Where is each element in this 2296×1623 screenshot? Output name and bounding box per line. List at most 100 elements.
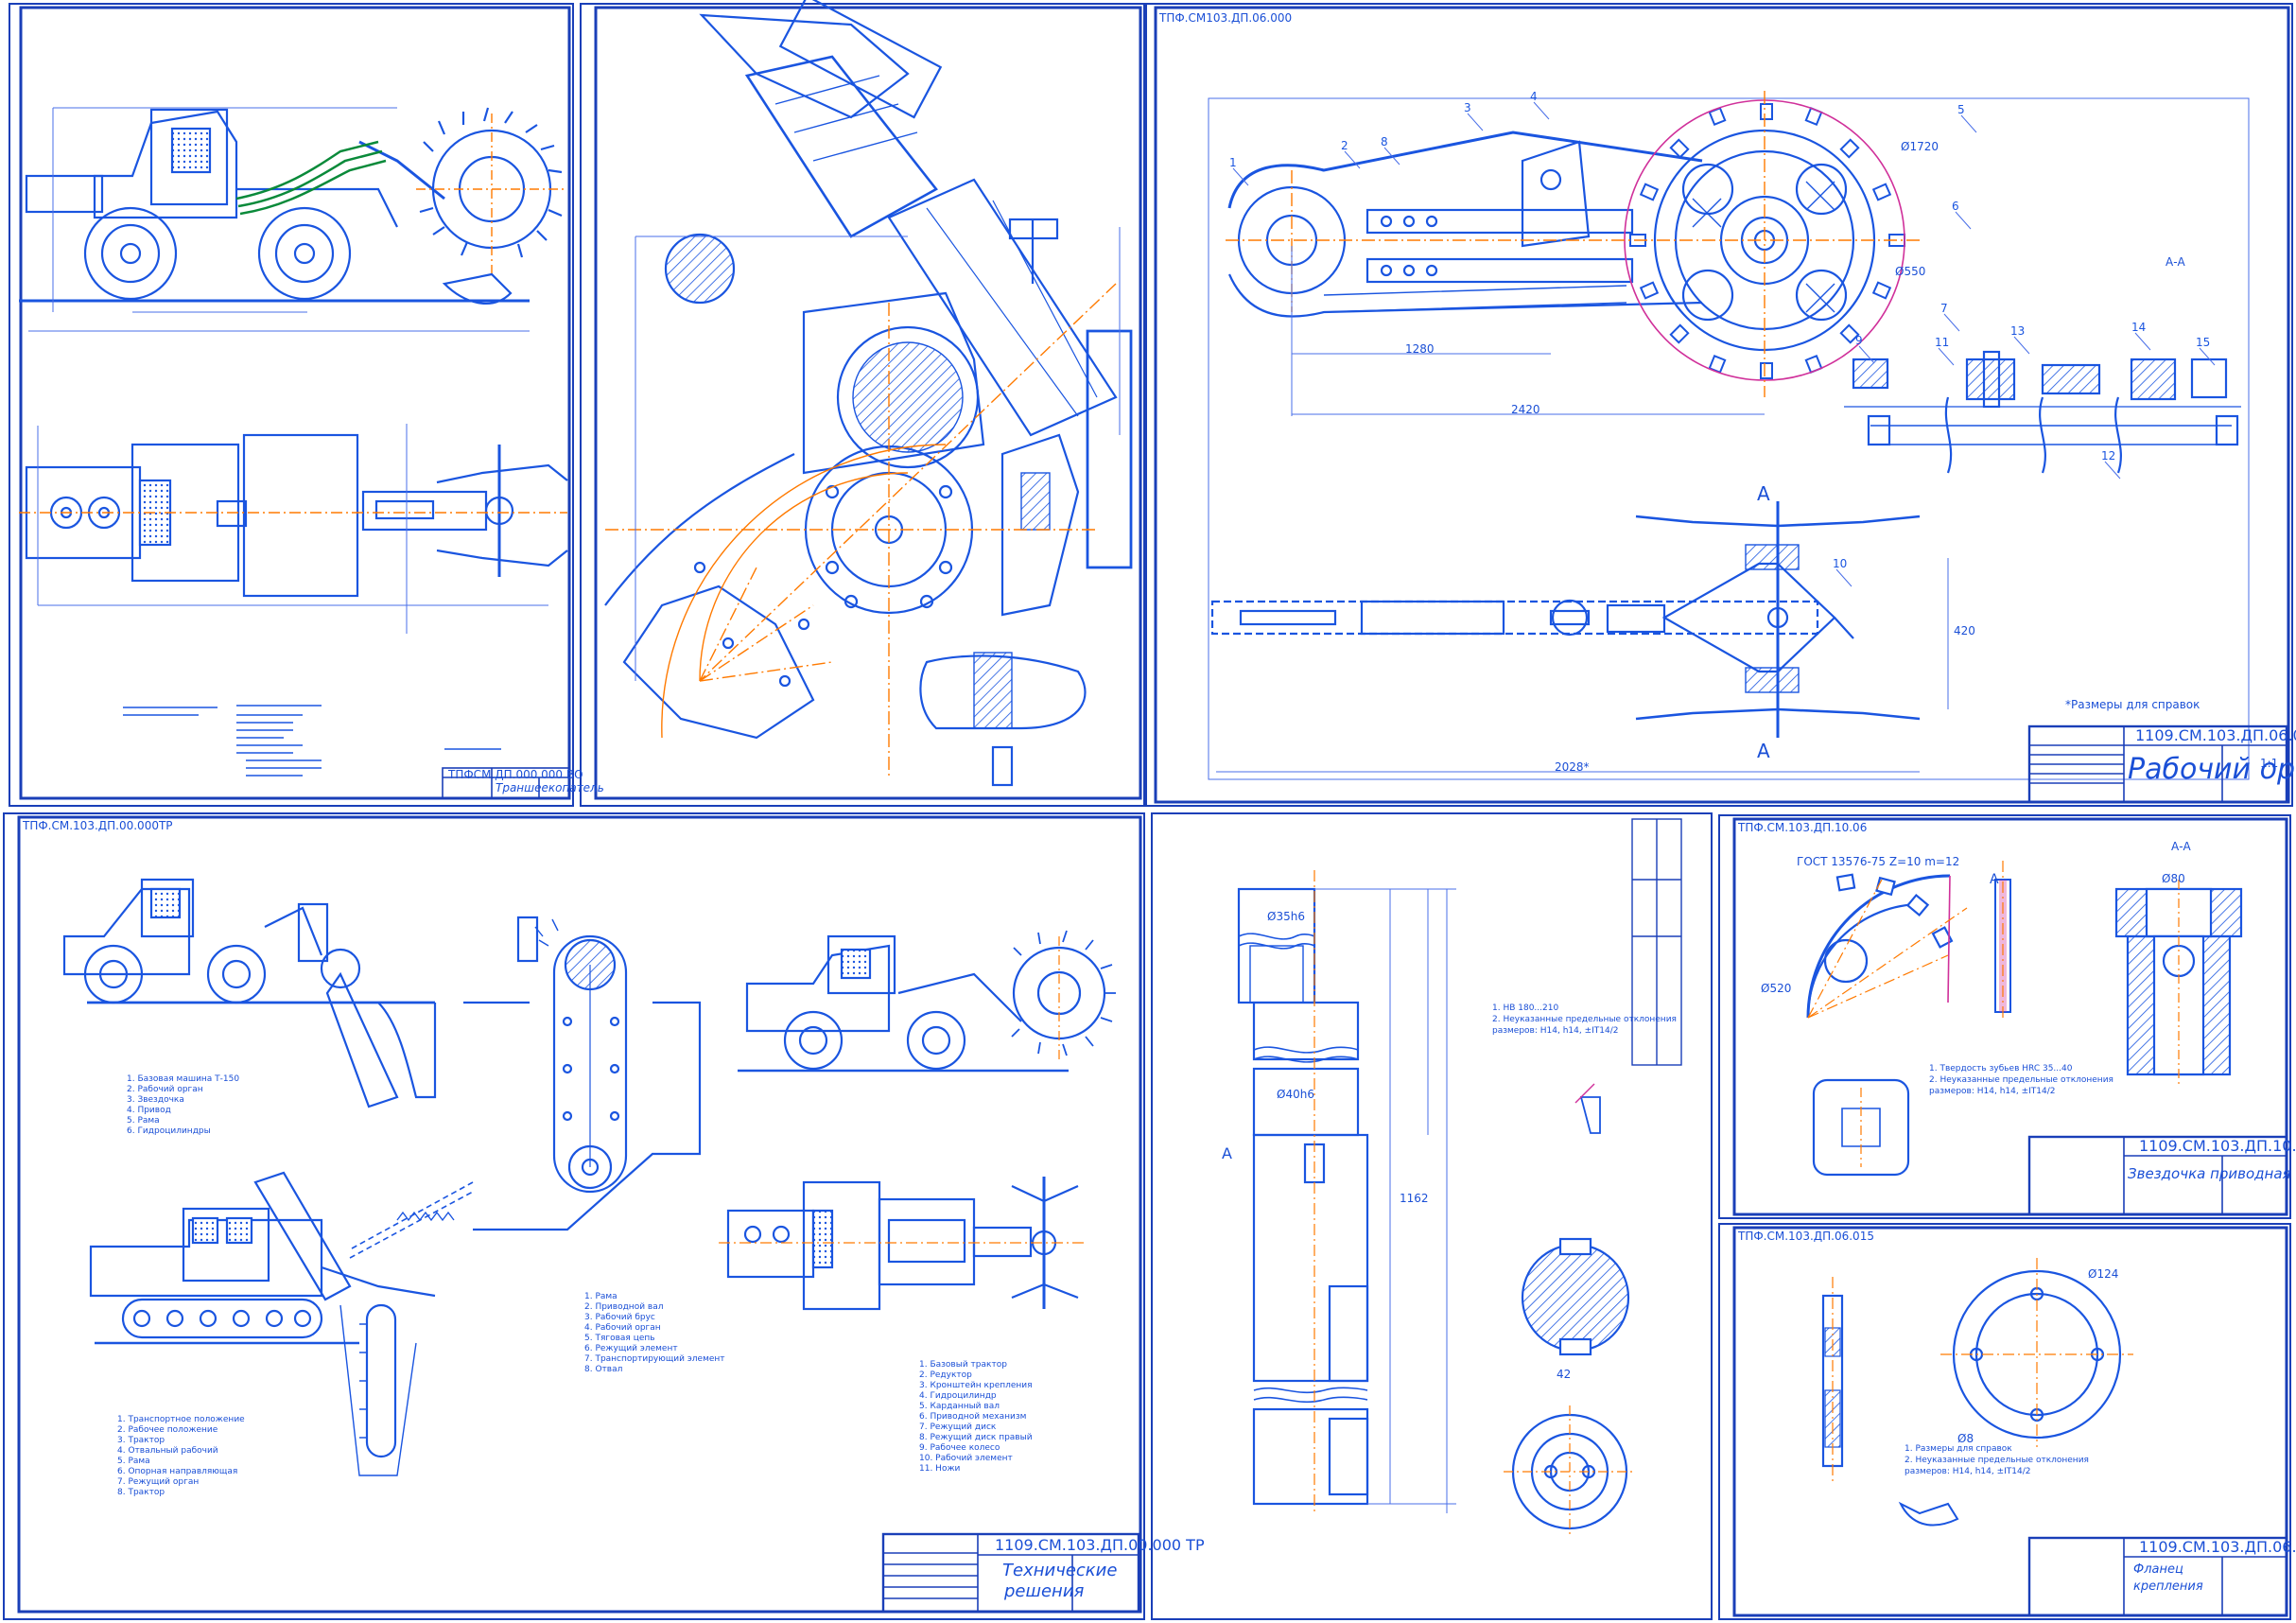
hydraulic-assembly (604, 0, 1133, 787)
sprocket-note: размеров: H14, h14, ±IT14/2 (1929, 1087, 2056, 1096)
flange-dim-124: Ø124 (2088, 1267, 2119, 1281)
tractor-side-view (19, 107, 552, 332)
sprocket-axes (1807, 861, 2004, 1021)
flange-note: 1. Размеры для справок (1905, 1444, 2012, 1454)
legend-d-item: 1. Базовый трактор (919, 1360, 1007, 1370)
section-mark-bottom: А (1757, 740, 1770, 762)
callout-leader (1383, 147, 1400, 166)
callout-leader (2013, 336, 2030, 355)
legend-b-item: 3. Рабочий брус (584, 1313, 655, 1322)
tech-solution-a (62, 878, 437, 1108)
legend-b-item: 7. Транспортирующий элемент (584, 1354, 725, 1364)
callout-leader (2199, 347, 2216, 366)
legend-a-item: 5. Рама (127, 1116, 160, 1126)
legend-d-item: 2. Редуктор (919, 1370, 972, 1380)
legend-c-item: 6. Опорная направляющая (117, 1467, 238, 1476)
tech-solution-c (89, 1171, 474, 1476)
dim-1280: 1280 (1405, 342, 1435, 356)
shaft-note: 2. Неуказанные предельные отклонения (1492, 1015, 1677, 1024)
trencher-wheel-side (416, 107, 567, 305)
sprocket-dim-520: Ø520 (1761, 982, 1792, 995)
callout-number: 6 (1952, 200, 1959, 213)
tractor-plan-view (19, 424, 568, 634)
working-body-stamp-code: 1109.СМ.103.ДП.06.000 СБ (2135, 726, 2296, 744)
shaft-sections (1504, 1083, 1636, 1538)
legend-a-item: 6. Гидроцилиндры (127, 1126, 211, 1136)
legend-d-item: 8. Режущий диск правый (919, 1433, 1033, 1442)
frame-sprocket (1718, 814, 2291, 1219)
callout-number: 13 (2010, 324, 2025, 338)
inner-frame-tractor (19, 6, 571, 800)
callout-number: 11 (1935, 336, 1949, 349)
legend-c-item: 2. Рабочее положение (117, 1425, 218, 1435)
inner-frame-hydraulic (594, 6, 1142, 800)
callout-leader (1938, 347, 1955, 366)
legend-b-item: 4. Рабочий орган (584, 1323, 661, 1333)
working-body-stamp-scale: 1:1 (2260, 757, 2279, 770)
frame-tractor-general (9, 3, 574, 807)
dim-550: Ø550 (1895, 265, 1926, 278)
callout-leader (1858, 345, 1875, 364)
callout-number: 5 (1957, 103, 1965, 116)
working-body-plan-view (1210, 501, 1921, 738)
callout-leader (1835, 568, 1852, 587)
legend-b-item: 1. Рама (584, 1292, 617, 1301)
sprocket-notes: 1. Твердость зубьев HRC 35...40 2. Неука… (1929, 1063, 2113, 1097)
dim-2028: 2028* (1555, 760, 1590, 774)
hydraulic-dim-lines (635, 227, 1121, 681)
working-body-stamp-title: Рабочий орган (2128, 753, 2296, 786)
tractor-stamp-code: ТПФСМ.ДП.000.000 ВО (448, 768, 583, 781)
frame-tech-solutions (3, 812, 1145, 1620)
legend-c: 1. Транспортное положение 2. Рабочее пол… (117, 1415, 245, 1498)
tech-rotated-code: ТПФ.СМ.103.ДП.00.000ТР (23, 819, 173, 832)
shaft-drawing (1237, 887, 1369, 1506)
legend-c-item: 5. Рама (117, 1457, 150, 1466)
stamp-flange (2027, 1536, 2288, 1617)
callout-leader (1955, 211, 1972, 230)
shaft-dim-35: Ø35h6 (1267, 910, 1305, 923)
legend-d-item: 9. Рабочее колесо (919, 1443, 1000, 1453)
sprocket-section-aa: А-А (2171, 840, 2191, 853)
flange-dim-8: Ø8 (1957, 1432, 1974, 1445)
working-body-rotated-code: ТПФ.СМ103.ДП.06.000 (1159, 11, 1293, 25)
frame-shaft (1151, 812, 1713, 1620)
legend-d-item: 11. Ножи (919, 1464, 961, 1474)
legend-c-item: 8. Трактор (117, 1488, 165, 1497)
sprocket-section-mark: А (1990, 872, 1999, 887)
shaft-dim-42: 42 (1557, 1368, 1572, 1381)
legend-a-item: 4. Привод (127, 1106, 171, 1115)
callout-number: 2 (1341, 139, 1348, 152)
flange-note: 2. Неуказанные предельные отклонения (1905, 1456, 2089, 1465)
shaft-dims (1314, 888, 1456, 1513)
frame-hydraulic (580, 3, 1145, 807)
sprocket-rotated-code: ТПФ.СМ.103.ДП.10.06 (1738, 821, 1868, 834)
sprocket-dim-80: Ø80 (2162, 872, 2185, 885)
sprocket-flat-view (1812, 1078, 1910, 1177)
dim-1720: Ø1720 (1901, 140, 1939, 153)
tractor-hydraulic-hoses (235, 140, 387, 216)
callout-number: 1 (1229, 156, 1237, 169)
dim-420: 420 (1954, 624, 1975, 637)
sprocket-stamp-title: Звездочка приводная (2128, 1165, 2291, 1182)
legend-c-item: 3. Трактор (117, 1436, 165, 1445)
shaft-section-mark: А (1222, 1144, 1232, 1162)
stamp-tractor (442, 767, 570, 799)
sheet-frames (3, 3, 2293, 1620)
callout-number: 10 (1833, 557, 1847, 570)
legend-a-item: 2. Рабочий орган (127, 1085, 203, 1094)
legend-b-item: 5. Тяговая цепь (584, 1334, 655, 1343)
legend-b-item: 6. Режущий элемент (584, 1344, 678, 1353)
legend-b-item: 2. Приводной вал (584, 1302, 664, 1312)
callout-number: 8 (1381, 135, 1388, 148)
flange-stamp-title-1: Фланец (2133, 1562, 2183, 1577)
inner-frame-flange (1732, 1226, 2288, 1617)
legend-a: 1. Базовая машина Т-150 2. Рабочий орган… (127, 1074, 239, 1137)
working-body-top-view (1208, 97, 2250, 780)
legend-d-item: 5. Карданный вал (919, 1402, 1000, 1411)
callout-leader (2104, 461, 2121, 480)
flange-drawing (1821, 1269, 2122, 1527)
sprocket-spec: ГОСТ 13576-75 Z=10 m=12 (1797, 855, 1960, 868)
sprocket-note: 2. Неуказанные предельные отклонения (1929, 1075, 2113, 1085)
callout-leader (1533, 101, 1550, 120)
tech-stamp-code: 1109.СМ.103.ДП.00.000 ТР (995, 1536, 1205, 1554)
